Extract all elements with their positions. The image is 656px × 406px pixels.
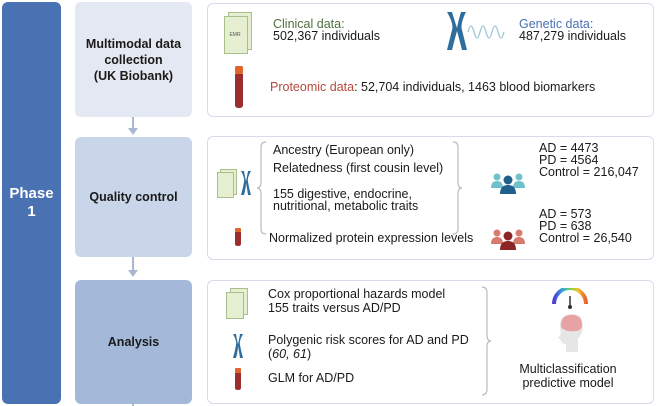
down-arrow-icon <box>128 117 138 137</box>
stage-label: Quality control <box>89 190 178 204</box>
stage-quality-control: Quality control <box>75 137 192 257</box>
predictive-model-line2: predictive model <box>522 376 614 390</box>
clinical-data-title: Clinical data: <box>273 17 345 31</box>
emr-document-icon <box>217 169 237 198</box>
chromosome-dna-icon <box>447 12 505 50</box>
stage-label: collection <box>104 52 163 67</box>
analysis-glm: GLM for AD/PD <box>268 371 355 385</box>
cohort-pd-count: PD = 4564 <box>539 153 599 167</box>
stage-label: Analysis <box>107 335 160 349</box>
left-brace-icon <box>256 141 267 235</box>
citation-refs: 60, 61 <box>272 347 307 361</box>
phase-title: Phase <box>9 185 54 202</box>
stage-analysis: Analysis <box>75 280 192 404</box>
clinical-data-count: 502,367 individuals <box>273 29 381 43</box>
right-brace-icon <box>452 141 463 235</box>
cohort-ad-count: AD = 573 <box>539 207 592 221</box>
blood-tube-icon <box>235 368 241 390</box>
analysis-prs-line1: Polygenic risk scores for AD and PD <box>268 333 469 347</box>
cohort-genetic-counts: AD = 4473 PD = 4564 Control = 216,047 <box>539 141 639 179</box>
group-people-icon <box>491 173 525 194</box>
genetic-data-title: Genetic data: <box>519 17 594 31</box>
emr-document-icon: EMR <box>224 12 252 54</box>
cohort-ad-count: AD = 4473 <box>539 141 599 155</box>
cohort-control-count: Control = 26,540 <box>539 231 632 245</box>
cohort-pd-count: PD = 638 <box>539 219 592 233</box>
qc-criterion-protein: Normalized protein expression levels <box>269 231 474 245</box>
blood-tube-icon <box>235 66 243 108</box>
proteomic-data-detail: : 52,704 individuals, 1463 blood biomark… <box>354 80 596 94</box>
stage-label: (UK Biobank) <box>93 68 174 83</box>
predictive-model-line1: Multiclassification <box>519 362 617 376</box>
down-arrow-icon <box>128 257 138 280</box>
genetic-data-count: 487,279 individuals <box>519 29 627 43</box>
analysis-prs-citation: (60, 61) <box>268 347 312 361</box>
analysis-cox-line1: Cox proportional hazards model <box>268 287 446 301</box>
cohort-proteomic-counts: AD = 573 PD = 638 Control = 26,540 <box>539 207 632 245</box>
cohort-control-count: Control = 216,047 <box>539 165 639 179</box>
chromosome-icon <box>241 171 251 195</box>
qc-criterion-ancestry: Ancestry (European only) <box>273 143 415 157</box>
down-arrow-icon <box>128 404 138 406</box>
quality-control-panel <box>207 136 654 260</box>
qc-criterion-traits-line1: 155 digestive, endocrine, <box>273 187 412 201</box>
brain-gauge-icon <box>552 288 588 352</box>
proteomic-data-line: Proteomic data: 52,704 individuals, 1463… <box>270 81 595 94</box>
qc-criterion-traits-line2: nutritional, metabolic traits <box>273 199 419 213</box>
group-people-icon <box>491 229 525 250</box>
proteomic-data-title: Proteomic data <box>270 80 355 94</box>
qc-criterion-relatedness: Relatedness (first cousin level) <box>273 161 444 175</box>
blood-tube-icon <box>235 228 241 246</box>
predictive-model-label: Multiclassification predictive model <box>509 362 627 390</box>
stage-label: Multimodal data <box>85 36 182 51</box>
phase-number: 1 <box>27 203 36 220</box>
analysis-cox-line2: 155 traits versus AD/PD <box>268 301 401 315</box>
emr-document-icon <box>226 288 248 319</box>
right-brace-icon <box>481 286 492 396</box>
data-collection-panel <box>207 3 654 117</box>
chromosome-icon <box>233 334 243 358</box>
analysis-panel <box>207 280 654 404</box>
